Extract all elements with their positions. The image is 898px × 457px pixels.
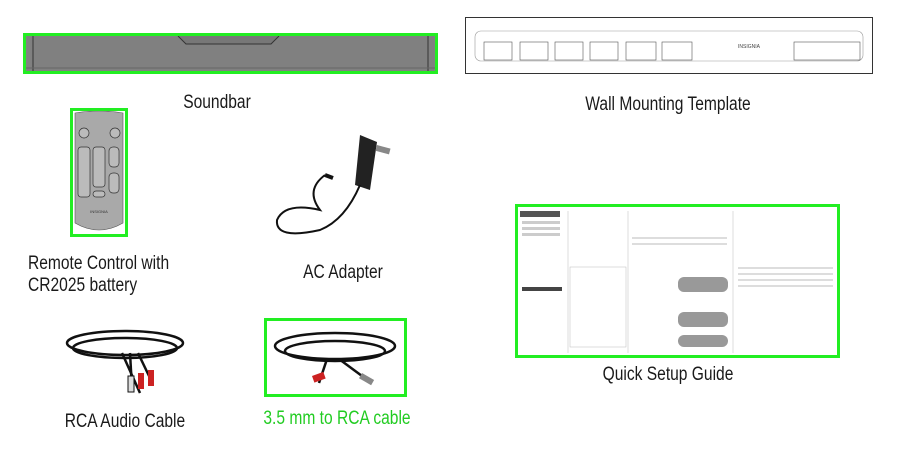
aux-to-rca-cable-label: 3.5 mm to RCA cable xyxy=(263,408,411,429)
quick-setup-guide-item[interactable] xyxy=(515,204,840,358)
remote-label-line2: CR2025 battery xyxy=(28,275,138,296)
rca-audio-cable-image xyxy=(65,329,185,394)
wall-mounting-template-image: INSIGNIA xyxy=(465,17,873,74)
soundbar-label: Soundbar xyxy=(183,92,251,113)
soundbar-item[interactable] xyxy=(23,33,438,74)
quick-setup-guide-label: Quick Setup Guide xyxy=(602,364,734,385)
aux-to-rca-cable-image xyxy=(273,331,397,386)
soundbar-image xyxy=(26,35,435,71)
wall-mounting-template-label: Wall Mounting Template xyxy=(585,94,751,115)
aux-to-rca-cable-item[interactable] xyxy=(264,318,407,397)
remote-label-line1: Remote Control with xyxy=(28,253,170,274)
template-brand: INSIGNIA xyxy=(738,44,761,50)
remote-control-image: INSIGNIA xyxy=(74,110,124,231)
remote-brand: INSIGNIA xyxy=(90,209,108,214)
remote-control-label: Remote Control with CR2025 battery xyxy=(28,253,169,297)
ac-adapter-label: AC Adapter xyxy=(303,262,383,283)
ac-adapter-image xyxy=(275,135,391,235)
quick-setup-guide-image xyxy=(520,211,833,353)
rca-audio-cable-label: RCA Audio Cable xyxy=(64,411,186,432)
remote-control-item[interactable]: INSIGNIA xyxy=(70,108,128,237)
